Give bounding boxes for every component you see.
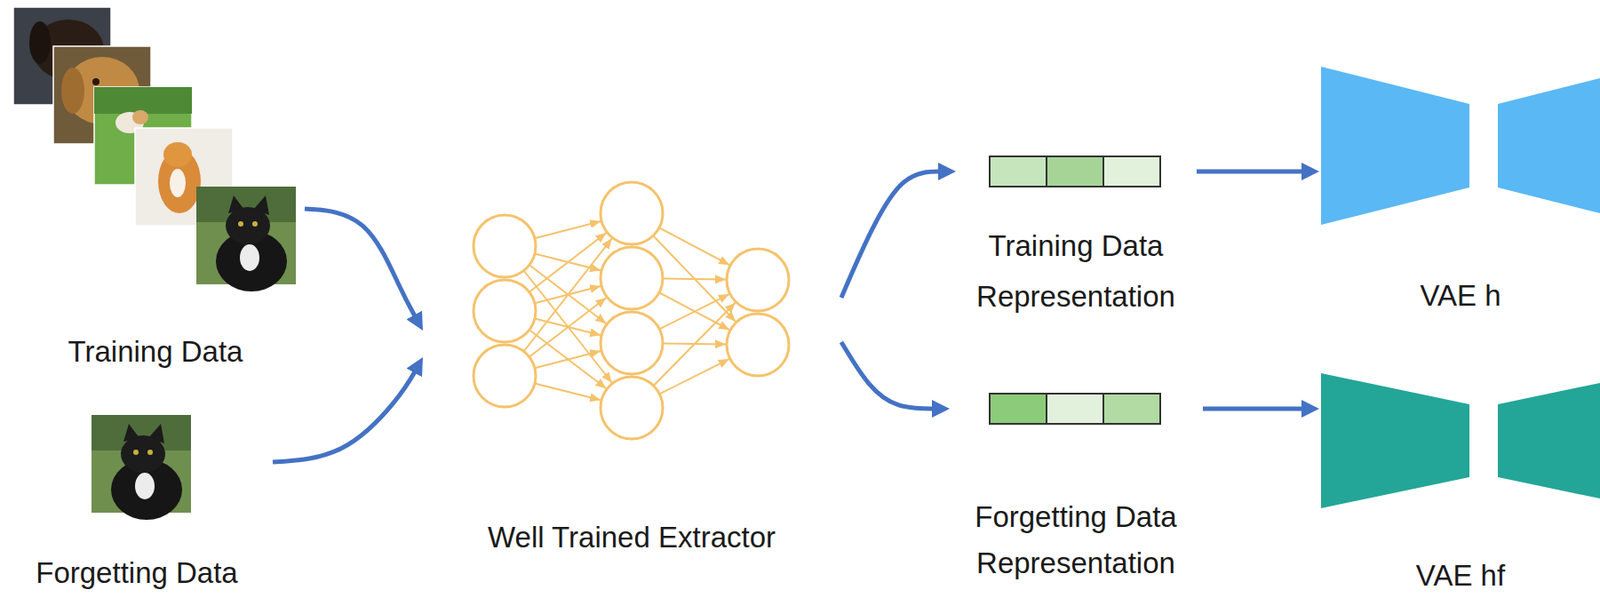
flow-arrow — [304, 208, 418, 322]
dog-head — [132, 110, 149, 125]
flow-arrow — [841, 171, 946, 298]
neuron — [600, 246, 663, 310]
neuron — [600, 376, 663, 439]
vae-h-shape — [1321, 66, 1600, 225]
image-stack-node: Training Data — [8, 4, 303, 374]
node-label: Training Data — [12, 334, 299, 370]
flow-arrow — [272, 366, 418, 462]
flow-arrow — [1196, 169, 1309, 175]
decoder-trapezoid — [1497, 66, 1600, 225]
forgetting-representation-vector — [989, 393, 1161, 424]
node-label: VAE h — [1324, 278, 1597, 314]
node-label: Forgetting Data — [7, 555, 267, 591]
encoder-trapezoid — [1321, 373, 1470, 509]
training-representation-vector — [989, 156, 1161, 187]
neuron — [726, 248, 789, 311]
network-neurons — [473, 182, 789, 439]
vae-node: VAE hf — [1321, 373, 1600, 596]
neuron — [600, 182, 663, 245]
photo-ground — [94, 87, 192, 114]
node-label: Forgetting Data Representation — [955, 493, 1197, 587]
dog-ear — [61, 67, 85, 114]
node-label: VAE hf — [1324, 559, 1597, 592]
image-node: Forgetting Data — [3, 410, 271, 594]
training-photo-stack — [13, 7, 296, 292]
forgetting-cat-photo — [91, 414, 192, 520]
vae-node: VAE h — [1321, 62, 1600, 320]
neuron — [600, 311, 663, 375]
dog-chest — [169, 168, 186, 198]
node-label: Training Data Representation — [961, 220, 1191, 322]
vector-node: Forgetting Data Representation — [951, 386, 1201, 593]
cat-photo — [196, 186, 296, 292]
vector-cell — [1103, 393, 1161, 424]
dog-head — [163, 142, 192, 168]
neuron — [726, 313, 789, 376]
flow-arrow — [841, 342, 940, 409]
neuron — [473, 279, 536, 343]
neuron — [473, 214, 536, 278]
vector-node: Training Data Representation — [957, 151, 1195, 326]
encoder-trapezoid — [1321, 66, 1470, 225]
network-node: Well Trained Extractor — [424, 168, 839, 560]
vector-cell — [989, 393, 1047, 424]
node-label: Well Trained Extractor — [428, 519, 836, 556]
vector-cell — [1046, 393, 1104, 424]
vae-hf-shape — [1321, 373, 1600, 509]
vector-cell — [1046, 156, 1104, 187]
flow-arrow — [1202, 406, 1309, 412]
neuron — [473, 344, 536, 407]
vector-cell — [989, 156, 1047, 187]
vector-cell — [1103, 156, 1161, 187]
dog-ear — [29, 21, 51, 64]
decoder-trapezoid — [1497, 373, 1600, 509]
dog-eye — [92, 78, 100, 86]
